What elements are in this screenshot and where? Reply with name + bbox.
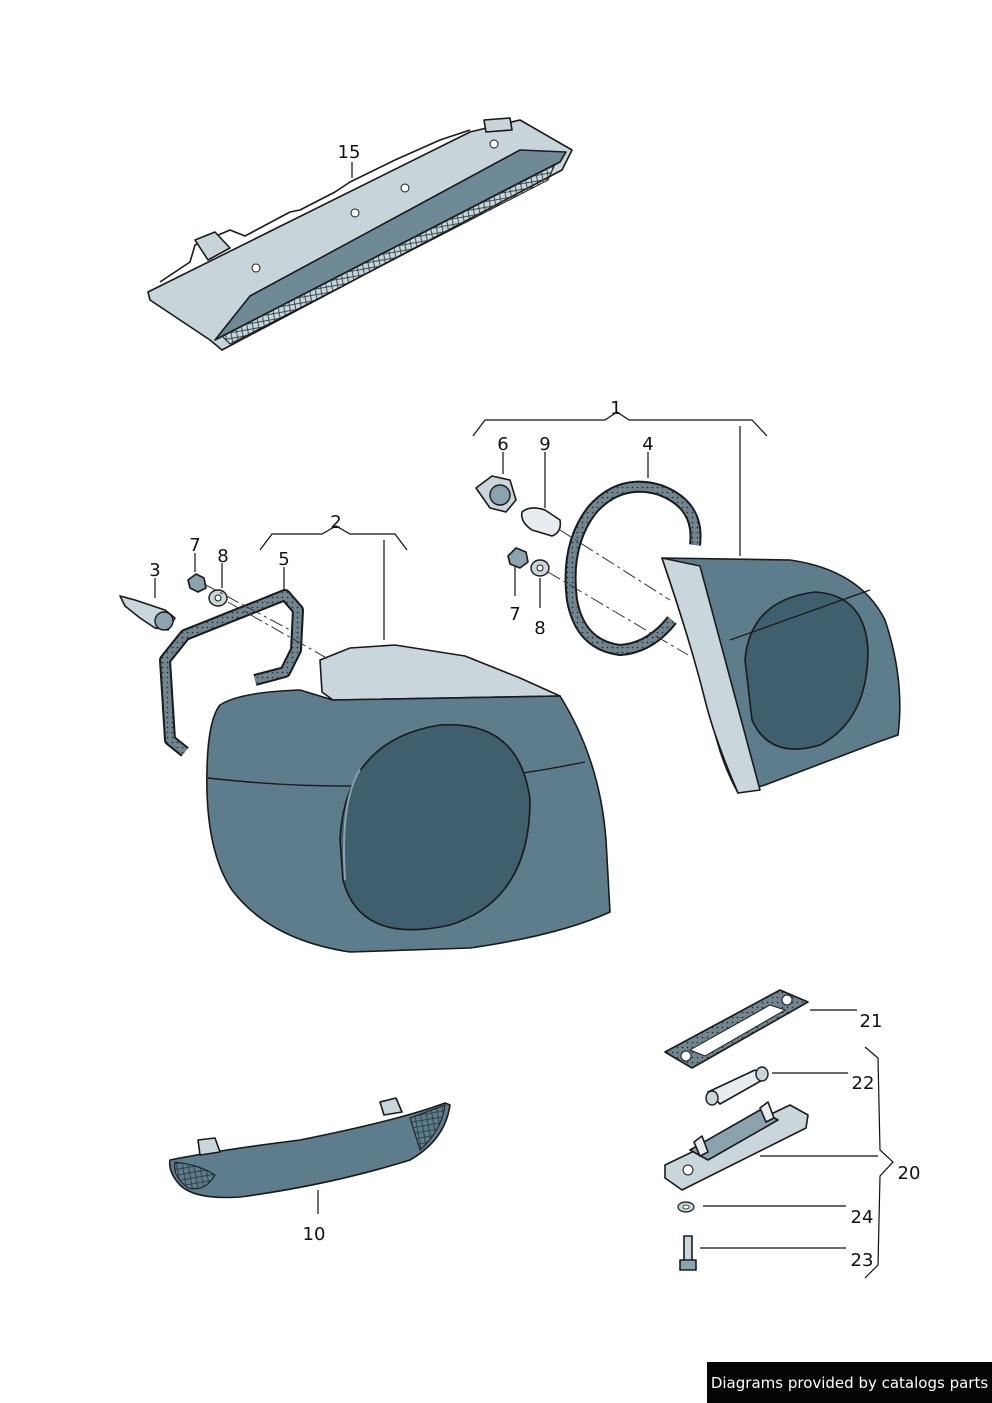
lamp-housing-20 — [664, 1101, 809, 1191]
washer-8-left — [208, 589, 228, 607]
gasket-seal-5 — [159, 589, 304, 757]
inner-tail-light — [661, 557, 901, 794]
reflector-10 — [168, 1097, 451, 1199]
callout-7-left: 7 — [189, 535, 200, 556]
callout-7-right: 7 — [509, 604, 520, 625]
callout-1: 1 — [610, 398, 621, 419]
callout-8-right: 8 — [534, 618, 545, 639]
callout-4: 4 — [642, 434, 653, 455]
gasket-21 — [664, 989, 809, 1069]
bulb-holder-3 — [119, 595, 176, 631]
callout-6: 6 — [497, 434, 508, 455]
callout-24: 24 — [851, 1207, 874, 1228]
callout-8-left: 8 — [217, 546, 228, 567]
high-mount-brake-light — [147, 117, 573, 351]
bulb-socket-6 — [475, 475, 517, 513]
callout-15: 15 — [338, 142, 361, 163]
gasket-seal-4 — [564, 480, 702, 657]
callout-2: 2 — [330, 512, 341, 533]
callout-21: 21 — [860, 1011, 883, 1032]
callout-22: 22 — [852, 1073, 875, 1094]
callout-5: 5 — [278, 549, 289, 570]
screw-23 — [679, 1235, 697, 1271]
nut-7-right — [507, 547, 529, 569]
washer-8-right — [530, 559, 550, 577]
callout-3: 3 — [149, 560, 160, 581]
callout-9: 9 — [539, 434, 550, 455]
nut-7-left — [187, 573, 207, 593]
credit-banner: Diagrams provided by catalogs parts — [707, 1362, 992, 1403]
washer-24 — [677, 1201, 695, 1213]
outer-tail-light — [206, 644, 611, 953]
callout-20: 20 — [898, 1163, 921, 1184]
callout-10: 10 — [303, 1224, 326, 1245]
bulb-9 — [520, 507, 562, 537]
festoon-bulb-22 — [705, 1066, 769, 1106]
callout-23: 23 — [851, 1250, 874, 1271]
